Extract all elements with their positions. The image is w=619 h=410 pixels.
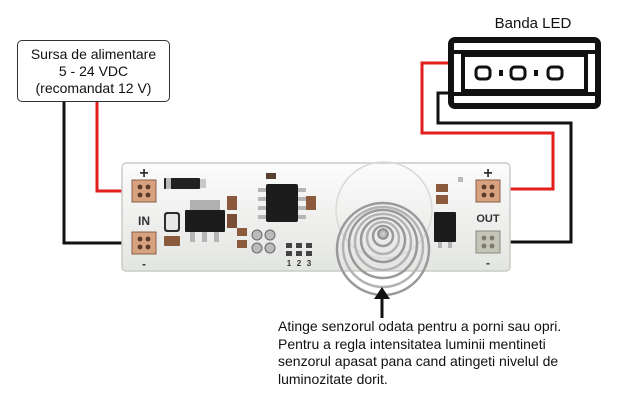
diode-icon: [164, 178, 206, 189]
power-supply-label: Sursa de alimentare 5 - 24 VDC (recomand…: [17, 40, 170, 102]
input-negative-wire: [62, 101, 140, 245]
mosfet-icon: [434, 177, 463, 248]
microcontroller-icon: [258, 173, 306, 222]
dimmer-board: + IN -: [121, 161, 511, 272]
power-supply-line-2: 5 - 24 VDC: [58, 62, 129, 79]
led-strip-title: Banda LED: [494, 15, 572, 32]
output-plus-sign: +: [483, 165, 492, 182]
jumper-pads: 1 2 3: [286, 243, 312, 268]
jumper-number-2: 2: [297, 259, 302, 268]
output-negative-pad: [475, 230, 501, 254]
input-negative-pad: [131, 231, 157, 255]
input-plus-sign: +: [139, 165, 148, 182]
pointer-arrow: [374, 287, 390, 318]
output-label: OUT: [476, 213, 500, 225]
output-positive-wire: [420, 61, 555, 191]
input-positive-pad: [131, 179, 157, 203]
usage-instructions: Atinge senzorul odata pentru a porni sau…: [278, 318, 608, 388]
output-wires: [420, 61, 573, 244]
capacitors-icon: [237, 196, 316, 254]
jumper-number-3: 3: [307, 259, 312, 268]
power-supply-line-3: (recomandat 12 V): [35, 79, 152, 96]
instructions-line-4: luminozitate dorit.: [278, 370, 388, 387]
input-minus-sign: -: [142, 257, 146, 271]
led-strip-icon: [448, 37, 601, 109]
instructions-line-3: senzorul apasat pana cand atingeti nivel…: [278, 353, 559, 369]
output-positive-pad: [475, 179, 501, 203]
smd-components-left: [164, 196, 237, 246]
instructions-line-2: Pentru a regla intensitatea luminii ment…: [278, 335, 546, 352]
instructions-line-1: Atinge senzorul odata pentru a porni sau…: [278, 318, 562, 334]
output-negative-wire: [436, 91, 573, 244]
input-label: IN: [138, 214, 150, 228]
voltage-regulator-icon: [185, 200, 225, 242]
output-minus-sign: -: [486, 256, 490, 270]
jumper-number-1: 1: [287, 259, 292, 268]
power-supply-line-1: Sursa de alimentare: [30, 45, 157, 62]
sensor-area-outline: [335, 161, 433, 259]
